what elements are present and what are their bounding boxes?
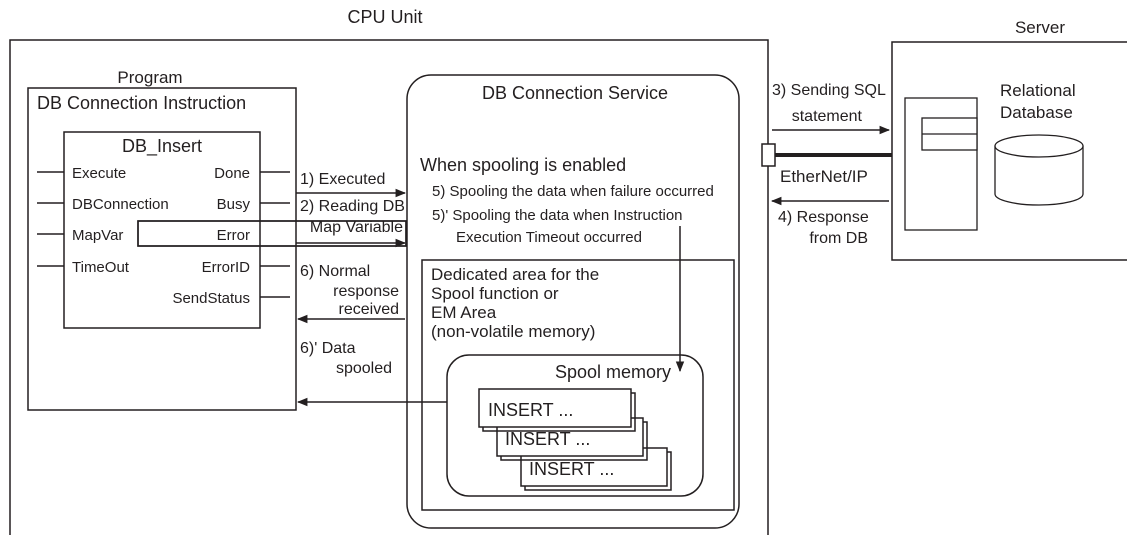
insert-item-1: INSERT ... <box>488 400 573 420</box>
db-insert-block <box>63 131 261 329</box>
spool-memory-label: Spool memory <box>555 362 671 382</box>
database-label-line2: Database <box>1000 103 1073 122</box>
output-busy: Busy <box>217 196 251 213</box>
database-label-line1: Relational <box>1000 81 1076 100</box>
label-spooled-line1: 6)' Data <box>300 340 356 357</box>
label-response-line2: from DB <box>809 230 868 247</box>
label-reading-db-line2: Map Variable <box>310 219 403 236</box>
label-normal-line2: response <box>333 283 399 300</box>
label-reading-db-line1: 2) Reading DB <box>300 198 405 215</box>
instruction-box-title: DB Connection Instruction <box>37 93 246 113</box>
cpu-unit-title: CPU Unit <box>347 7 422 27</box>
db-insert-block-name: DB_Insert <box>122 136 202 157</box>
label-executed: 1) Executed <box>300 171 385 188</box>
step5-text: 5) Spooling the data when failure occurr… <box>432 183 714 200</box>
area-text-line1: Dedicated area for the <box>431 265 599 284</box>
server-title: Server <box>1015 18 1065 37</box>
insert-stack <box>478 388 672 491</box>
area-text-line2: Spool function or <box>431 284 559 303</box>
ethernet-label: EtherNet/IP <box>780 167 868 186</box>
label-sending-sql-line1: 3) Sending SQL <box>772 82 886 99</box>
step5p-text-line1: 5)' Spooling the data when Instruction <box>432 207 683 224</box>
ethernet-port <box>761 143 776 167</box>
output-error: Error <box>217 227 250 244</box>
label-normal-line1: 6) Normal <box>300 263 370 280</box>
database-cylinder-icon <box>994 134 1084 206</box>
insert-item-3: INSERT ... <box>529 459 614 479</box>
label-sending-sql-line2: statement <box>792 108 863 125</box>
output-done: Done <box>214 165 250 182</box>
step5p-text-line2: Execution Timeout occurred <box>456 229 642 246</box>
program-box <box>27 87 297 411</box>
input-mapvar: MapVar <box>72 227 123 244</box>
area-text-line4: (non-volatile memory) <box>431 322 595 341</box>
label-spooled-line2: spooled <box>336 360 392 377</box>
area-text-line3: EM Area <box>431 303 497 322</box>
service-title: DB Connection Service <box>482 83 668 103</box>
label-normal-line3: received <box>339 301 399 318</box>
input-timeout: TimeOut <box>72 259 130 276</box>
label-response-line1: 4) Response <box>778 209 869 226</box>
insert-item-2: INSERT ... <box>505 429 590 449</box>
output-errorid: ErrorID <box>202 259 251 276</box>
output-sendstatus: SendStatus <box>172 290 250 307</box>
spool-heading: When spooling is enabled <box>420 155 626 175</box>
server-frame <box>891 41 1127 261</box>
input-execute: Execute <box>72 165 126 182</box>
input-dbconnection: DBConnection <box>72 196 169 213</box>
cpu-unit-frame <box>9 39 769 535</box>
program-title: Program <box>117 68 182 87</box>
